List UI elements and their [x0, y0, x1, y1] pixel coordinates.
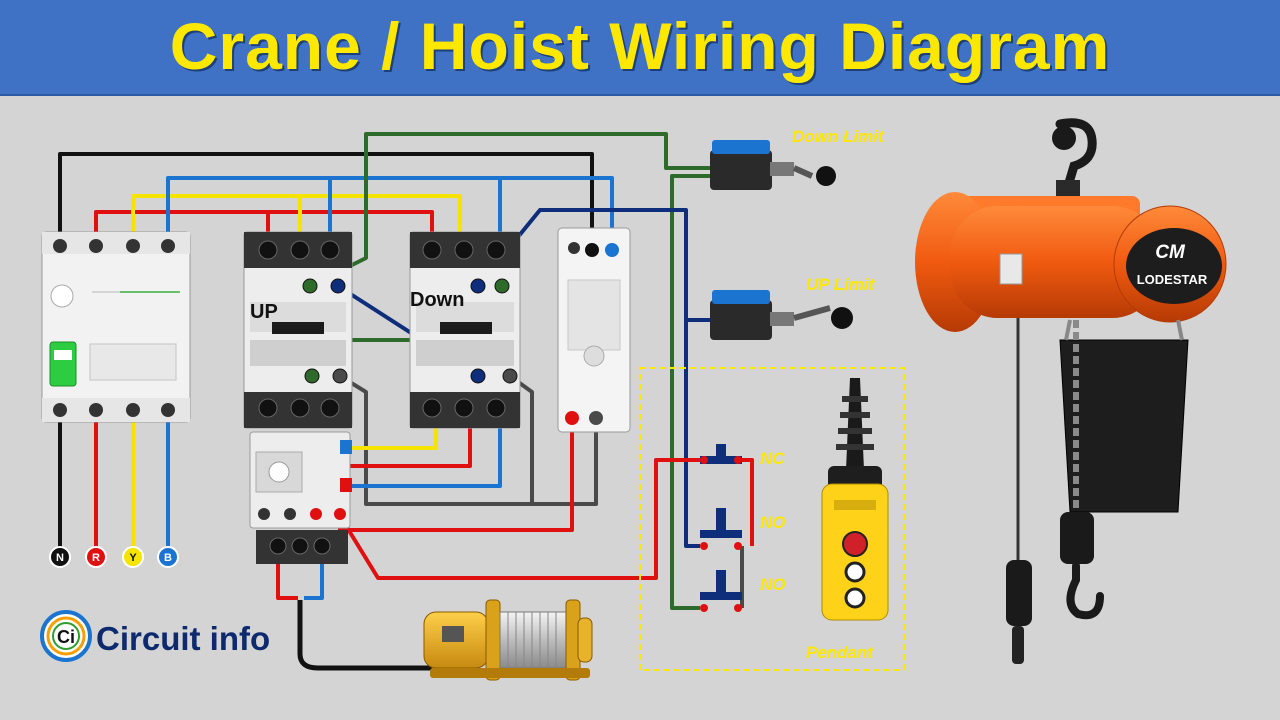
wire-red-ol: [350, 420, 472, 468]
phase-terminals: N R Y B: [49, 546, 179, 568]
wire-blue-ol: [350, 420, 502, 488]
nc-label: NC: [760, 449, 785, 468]
emergency-stop-button: [842, 531, 868, 557]
down-aux-nc: [470, 368, 486, 384]
wire-green-downlimit: [309, 132, 716, 288]
rccb-toggle-lever: [49, 341, 77, 387]
wire-motor-black: [297, 600, 432, 671]
wire-red-top: [94, 210, 434, 238]
chain-hoist: CM LODESTAR: [915, 118, 1227, 664]
terminal-y: [122, 546, 144, 568]
terminal-y-label: Y: [129, 552, 137, 564]
up-limit-label: UP Limit: [806, 275, 876, 294]
rccb-test-button: [50, 284, 74, 308]
wire-red-control: [338, 420, 574, 532]
pendant-up-button: [844, 561, 866, 583]
control-module: [557, 227, 631, 433]
hoist-brand-cm: CM: [1155, 242, 1186, 263]
pendant-area: NC NO NO Pendant: [639, 367, 905, 671]
down-limit-label: Down Limit: [792, 127, 885, 146]
winch-motor: [423, 599, 593, 681]
terminal-b-label: B: [164, 552, 172, 564]
pendant-label: Pendant: [806, 643, 874, 662]
pendant-controller: [821, 378, 889, 621]
wiring-diagram: UP Down: [40, 118, 1227, 681]
wire-black-neutral: [58, 152, 594, 240]
no-push-button-1: [700, 508, 742, 550]
up-aux-no: [332, 368, 348, 384]
wire-red-nc-out: [742, 458, 754, 546]
no-push-button-2: [700, 570, 742, 612]
rccb-bottom-terminals: [53, 403, 175, 417]
down-coil-a1: [470, 278, 486, 294]
terminal-r-label: R: [92, 552, 100, 564]
down-aux-no: [502, 368, 518, 384]
title-banner: Crane / Hoist Wiring Diagram: [0, 0, 1280, 96]
rccb-breaker: [41, 231, 191, 423]
down-limit-switch: Down Limit: [710, 127, 885, 190]
rccb-top-terminals: [53, 239, 175, 253]
circuit-info-logo: Ci Circuit info: [40, 610, 270, 662]
wire-yellow-top: [131, 194, 462, 238]
contactor-down: Down: [409, 231, 521, 429]
contactor-down-label: Down: [410, 289, 464, 311]
down-coil-a2: [494, 278, 510, 294]
no-label-1: NO: [760, 513, 786, 532]
nc-push-button: [700, 444, 742, 464]
terminal-n: [49, 546, 71, 568]
no-label-2: NO: [760, 575, 786, 594]
wire-motor-blue: [304, 562, 324, 600]
hoist-brand-plate: [1126, 228, 1222, 304]
contactor-up-label: UP: [250, 301, 278, 323]
logo-mark: Ci: [57, 627, 75, 647]
wire-yellow-ol: [350, 420, 438, 450]
page-title: Crane / Hoist Wiring Diagram: [169, 9, 1111, 83]
terminal-b: [157, 546, 179, 568]
wire-motor-red: [276, 562, 298, 600]
up-coil-a2: [330, 278, 346, 294]
overload-relay: [249, 431, 352, 564]
logo-text: Circuit info: [96, 620, 270, 657]
terminal-n-label: N: [56, 552, 64, 564]
contactor-up: UP: [243, 231, 353, 429]
wire-red-nc: [338, 458, 700, 580]
hoist-brand-lodestar: LODESTAR: [1137, 272, 1208, 287]
up-coil-a1: [302, 278, 318, 294]
up-limit-switch: UP Limit: [710, 275, 876, 340]
terminal-r: [85, 546, 107, 568]
up-aux-nc: [304, 368, 320, 384]
pendant-down-button: [844, 587, 866, 609]
wire-green-pendant: [670, 174, 716, 610]
wire-grey-common: [338, 374, 598, 506]
wire-navy-pendant: [684, 320, 700, 548]
